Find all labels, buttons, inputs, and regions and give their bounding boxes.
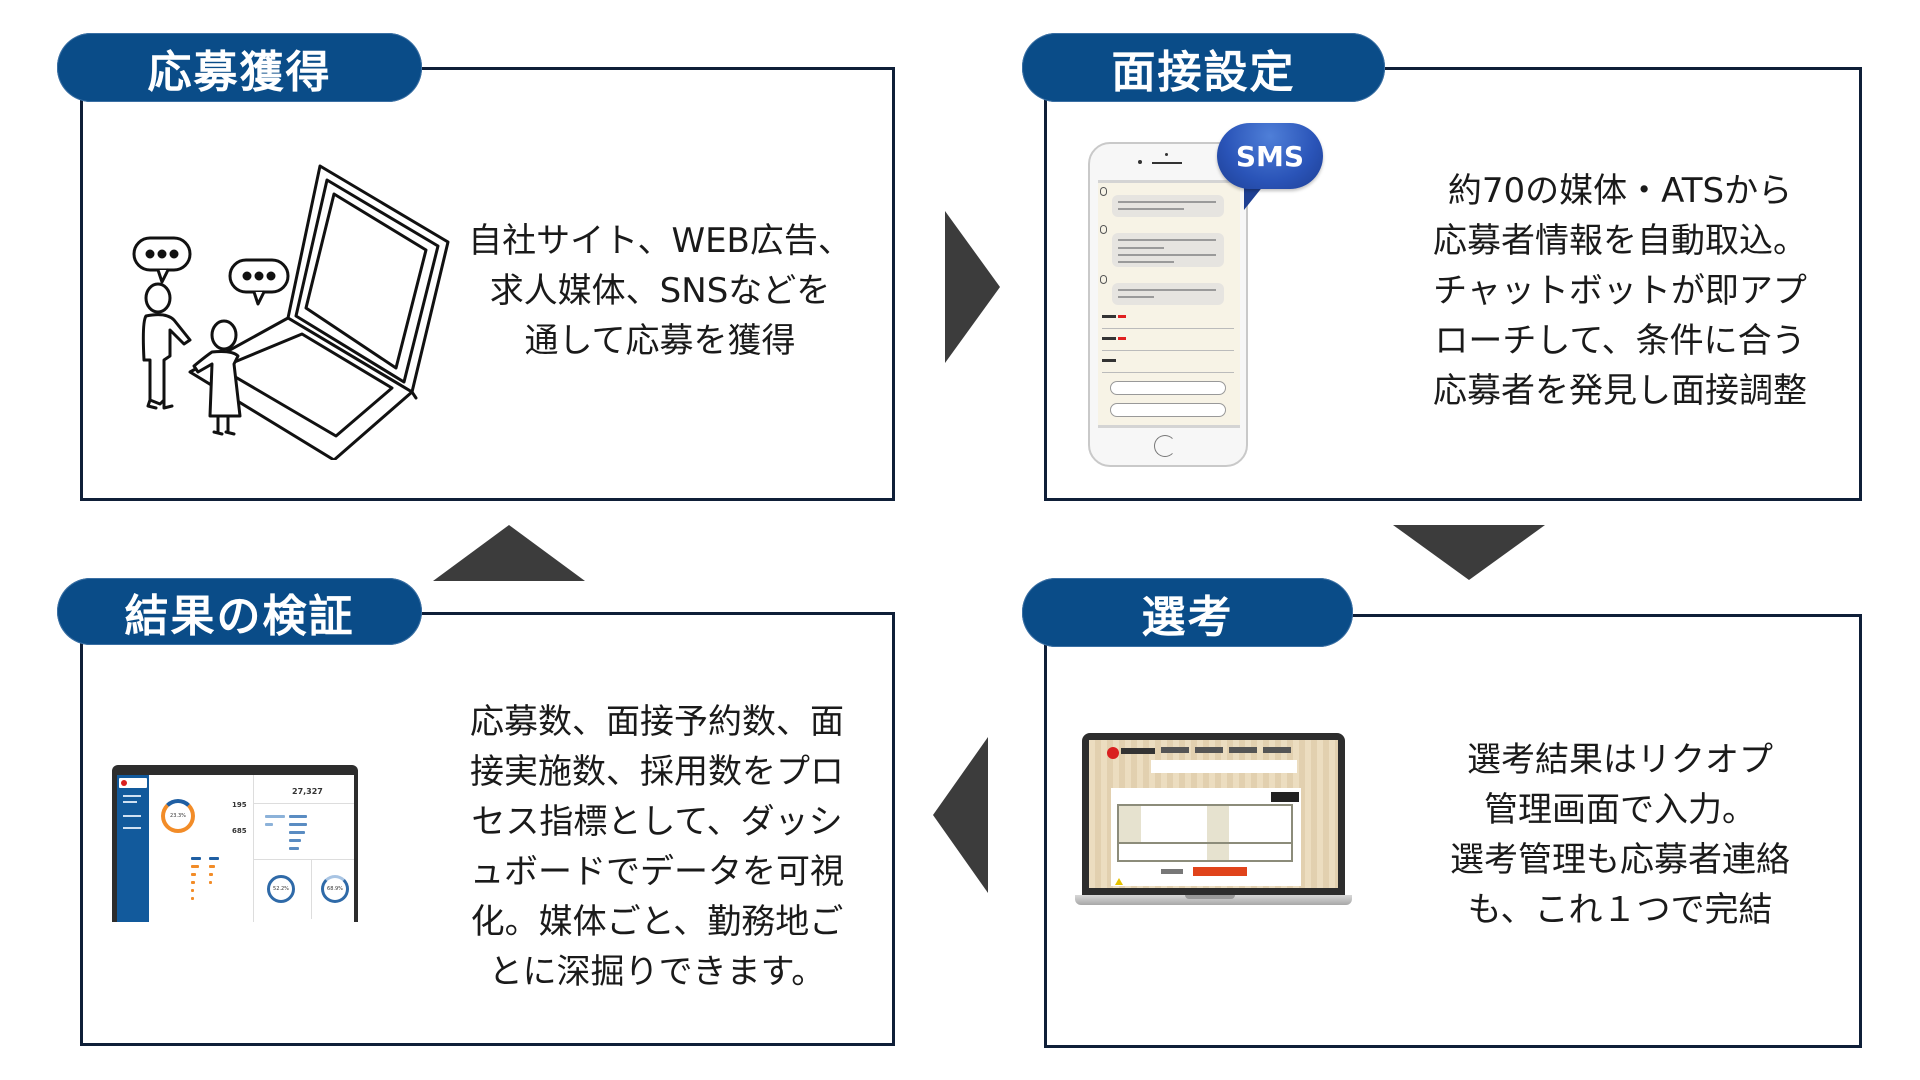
description-line: 選考管理も応募者連絡 bbox=[1450, 840, 1790, 880]
step-selection-title: 選考 bbox=[1022, 578, 1353, 647]
speech-bubble-icon bbox=[228, 258, 290, 306]
laptop-illustration bbox=[188, 164, 450, 460]
description-line: 接実施数、採用数をプロ bbox=[470, 752, 844, 792]
step-verification-description: 応募数、面接予約数、面 接実施数、採用数をプロ セス指標として、ダッシ ュボード… bbox=[452, 697, 862, 997]
description-line: 応募者を発見し面接調整 bbox=[1433, 371, 1807, 411]
dashboard-laptop-icon: 23.3% 195 685 27,327 52.2% 68.9% bbox=[112, 765, 358, 922]
description-line: 管理画面で入力。 bbox=[1484, 790, 1756, 830]
admin-screen bbox=[1089, 740, 1338, 888]
brand-logo-icon bbox=[119, 778, 147, 788]
description-line: セス指標として、ダッシ bbox=[471, 802, 843, 842]
step-interview-description: 約70の媒体・ATSから 応募者情報を自動取込。 チャットボットが即アプ ローチ… bbox=[1420, 166, 1820, 416]
ring-a-value: 52.2% bbox=[273, 886, 289, 892]
bot-avatar-icon bbox=[1100, 275, 1107, 284]
description-line: 化。媒体ごと、勤務地ご bbox=[470, 902, 844, 942]
dashboard-sidebar bbox=[117, 775, 149, 922]
admin-search-bar bbox=[1151, 760, 1297, 773]
laptop-base bbox=[1075, 895, 1352, 905]
ring-b-value: 68.9% bbox=[327, 886, 343, 892]
phone-speaker bbox=[1152, 162, 1182, 164]
dashboard-total: 27,327 bbox=[292, 787, 323, 796]
flow-arrow-up-icon bbox=[433, 525, 585, 581]
brand-logo-icon bbox=[1107, 747, 1119, 759]
flow-arrow-down-icon bbox=[1393, 525, 1545, 580]
phone-camera bbox=[1138, 160, 1142, 164]
smartphone-chatbot-icon bbox=[1088, 142, 1248, 467]
flow-arrow-right-icon bbox=[945, 211, 1000, 363]
description-line: とに深掘りできます。 bbox=[488, 952, 826, 992]
description-line: 応募者情報を自動取込。 bbox=[1433, 221, 1807, 261]
warning-icon bbox=[1115, 878, 1123, 885]
step-selection-description: 選考結果はリクオプ 管理画面で入力。 選考管理も応募者連絡 も、これ１つで完結 bbox=[1420, 735, 1820, 935]
ring-main-value: 23.3% bbox=[170, 813, 186, 819]
description-line: ローチして、条件に合う bbox=[1434, 321, 1806, 361]
chat-back-button bbox=[1110, 403, 1226, 417]
step-acquisition-panel bbox=[80, 67, 895, 501]
admin-form-panel bbox=[1111, 788, 1301, 886]
step-verification-title: 結果の検証 bbox=[57, 578, 422, 645]
dashboard-stat-1: 195 bbox=[232, 801, 247, 809]
dashboard-screen: 23.3% 195 685 27,327 52.2% 68.9% bbox=[117, 775, 354, 922]
dashboard-ring-main: 23.3% bbox=[161, 799, 195, 833]
chatbot-screen bbox=[1098, 180, 1240, 428]
description-line: ュボードでデータを可視 bbox=[470, 852, 844, 892]
chat-message bbox=[1112, 195, 1224, 217]
flow-arrow-left-icon bbox=[933, 737, 988, 893]
description-line: も、これ１つで完結 bbox=[1467, 890, 1773, 930]
bot-avatar-icon bbox=[1100, 225, 1107, 234]
description-line: 応募数、面接予約数、面 bbox=[470, 702, 844, 742]
phone-sensor bbox=[1165, 153, 1168, 156]
dashboard-ring-b: 68.9% bbox=[321, 875, 349, 903]
dashboard-stat-2: 685 bbox=[232, 827, 247, 835]
description-line: 選考結果はリクオプ bbox=[1467, 740, 1773, 780]
description-line: 求人媒体、SNSなどを bbox=[489, 271, 831, 311]
step-acquisition-description: 自社サイト、WEB広告、 求人媒体、SNSなどを 通して応募を獲得 bbox=[460, 216, 860, 366]
sms-badge: SMS bbox=[1217, 123, 1323, 189]
bot-avatar-icon bbox=[1100, 187, 1107, 196]
description-line: 約70の媒体・ATSから bbox=[1447, 171, 1793, 211]
person-icon bbox=[141, 282, 192, 410]
speech-bubble-icon bbox=[132, 236, 192, 284]
people-talking-laptop-icon bbox=[132, 164, 450, 460]
step-acquisition-title: 応募獲得 bbox=[57, 33, 422, 102]
phone-home-button bbox=[1154, 435, 1176, 457]
laptop-notch bbox=[1185, 895, 1235, 899]
description-line: 自社サイト、WEB広告、 bbox=[468, 221, 852, 261]
admin-search-button bbox=[1193, 867, 1247, 876]
admin-screen-laptop-icon bbox=[1082, 733, 1345, 895]
admin-clear-button bbox=[1161, 869, 1183, 874]
dashboard-ring-a: 52.2% bbox=[267, 875, 295, 903]
step-interview-title: 面接設定 bbox=[1022, 33, 1385, 102]
person-icon bbox=[192, 319, 242, 436]
description-line: 通して応募を獲得 bbox=[524, 321, 796, 361]
chat-message bbox=[1112, 283, 1224, 305]
chat-message bbox=[1112, 233, 1224, 267]
description-line: チャットボットが即アプ bbox=[1433, 271, 1807, 311]
chat-submit-button bbox=[1110, 381, 1226, 395]
